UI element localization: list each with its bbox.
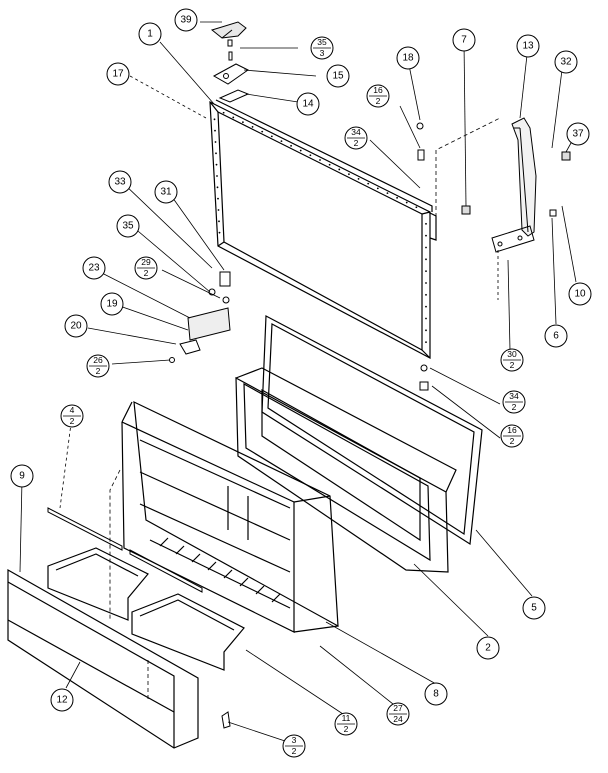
svg-text:13: 13 (522, 41, 534, 52)
svg-text:2: 2 (376, 96, 381, 106)
svg-text:16: 16 (507, 425, 517, 435)
callout-32: 32 (554, 50, 578, 74)
svg-text:6: 6 (553, 331, 559, 342)
callout-17: 17 (106, 62, 130, 86)
svg-text:26: 26 (93, 355, 103, 365)
callout-16-2-top: 16 2 (366, 84, 390, 108)
svg-text:7: 7 (461, 35, 467, 46)
svg-text:23: 23 (88, 263, 100, 274)
svg-text:27: 27 (393, 703, 403, 713)
callout-39: 39 (174, 8, 198, 32)
svg-text:11: 11 (342, 713, 351, 723)
svg-text:34: 34 (351, 127, 361, 137)
freezer-door-frame (209, 99, 437, 359)
door-frame-dots (213, 111, 427, 344)
callout-19: 19 (100, 292, 124, 316)
svg-text:12: 12 (56, 695, 68, 706)
svg-text:33: 33 (114, 177, 126, 188)
small-parts-left (169, 122, 429, 729)
svg-text:29: 29 (141, 257, 151, 267)
svg-text:18: 18 (402, 53, 414, 64)
callout-35-3: 35 3 (310, 36, 334, 60)
svg-text:39: 39 (180, 15, 192, 26)
callout-29-2: 29 2 (134, 256, 158, 280)
drawer-front-frame (121, 400, 339, 633)
svg-text:2: 2 (512, 402, 517, 412)
svg-text:1: 1 (147, 29, 153, 40)
svg-text:2: 2 (292, 746, 297, 756)
callout-6: 6 (544, 324, 568, 348)
svg-text:2: 2 (510, 436, 515, 446)
svg-text:32: 32 (560, 57, 572, 68)
svg-text:35: 35 (317, 37, 327, 47)
svg-text:34: 34 (509, 391, 519, 401)
svg-text:16: 16 (373, 85, 383, 95)
callout-13: 13 (516, 34, 540, 58)
svg-text:2: 2 (485, 643, 491, 654)
svg-text:19: 19 (106, 299, 118, 310)
svg-text:2: 2 (96, 366, 101, 376)
hinge-bracket-side (461, 117, 571, 253)
door-liner (235, 367, 457, 573)
svg-text:4: 4 (70, 405, 75, 415)
callout-15: 15 (326, 64, 350, 88)
callout-31: 31 (154, 180, 178, 204)
svg-text:3: 3 (320, 48, 325, 58)
svg-text:2: 2 (144, 268, 149, 278)
crisper-drawers (47, 547, 245, 671)
svg-text:9: 9 (19, 471, 25, 482)
svg-text:2: 2 (354, 138, 359, 148)
svg-text:20: 20 (70, 321, 82, 332)
callout-35: 35 (116, 214, 140, 238)
callout-26-2: 26 2 (86, 354, 110, 378)
drawer-rails (47, 507, 203, 593)
callout-8: 8 (424, 682, 448, 706)
callout-16-2-bottom: 16 2 (500, 424, 524, 448)
gasket (261, 315, 483, 546)
svg-text:2: 2 (344, 724, 349, 734)
callout-9: 9 (10, 464, 34, 488)
callout-11-2: 11 2 (334, 712, 358, 736)
svg-text:5: 5 (531, 603, 537, 614)
leader-lines (19, 21, 577, 745)
svg-text:37: 37 (572, 129, 584, 140)
svg-text:17: 17 (112, 69, 124, 80)
callout-12: 12 (50, 688, 74, 712)
callout-30-2: 30 2 (500, 348, 524, 372)
callout-33: 33 (108, 170, 132, 194)
callout-10: 10 (568, 282, 592, 306)
svg-text:35: 35 (122, 221, 134, 232)
svg-text:14: 14 (302, 99, 314, 110)
callout-34-2-bottom: 34 2 (502, 390, 526, 414)
callout-20: 20 (64, 314, 88, 338)
svg-text:24: 24 (393, 714, 403, 724)
callout-27-24: 27 24 (386, 702, 410, 726)
svg-text:2: 2 (70, 416, 75, 426)
callout-37: 37 (566, 122, 590, 146)
callout-2: 2 (476, 636, 500, 660)
door-hinge-top (210, 21, 250, 103)
callout-4-2: 4 2 (60, 404, 84, 428)
callout-5: 5 (522, 596, 546, 620)
callout-1: 1 (138, 22, 162, 46)
svg-text:2: 2 (510, 360, 515, 370)
callout-3-2: 3 2 (282, 734, 306, 758)
callout-7: 7 (452, 28, 476, 52)
svg-text:10: 10 (574, 289, 586, 300)
callout-23: 23 (82, 256, 106, 280)
svg-text:15: 15 (332, 71, 344, 82)
svg-text:8: 8 (433, 689, 439, 700)
svg-text:3: 3 (292, 735, 297, 745)
drawer-front-panel (7, 568, 199, 749)
callout-14: 14 (296, 92, 320, 116)
callout-18: 18 (396, 46, 420, 70)
svg-text:31: 31 (160, 187, 172, 198)
callout-34-2-top: 34 2 (344, 126, 368, 150)
svg-text:30: 30 (507, 349, 517, 359)
